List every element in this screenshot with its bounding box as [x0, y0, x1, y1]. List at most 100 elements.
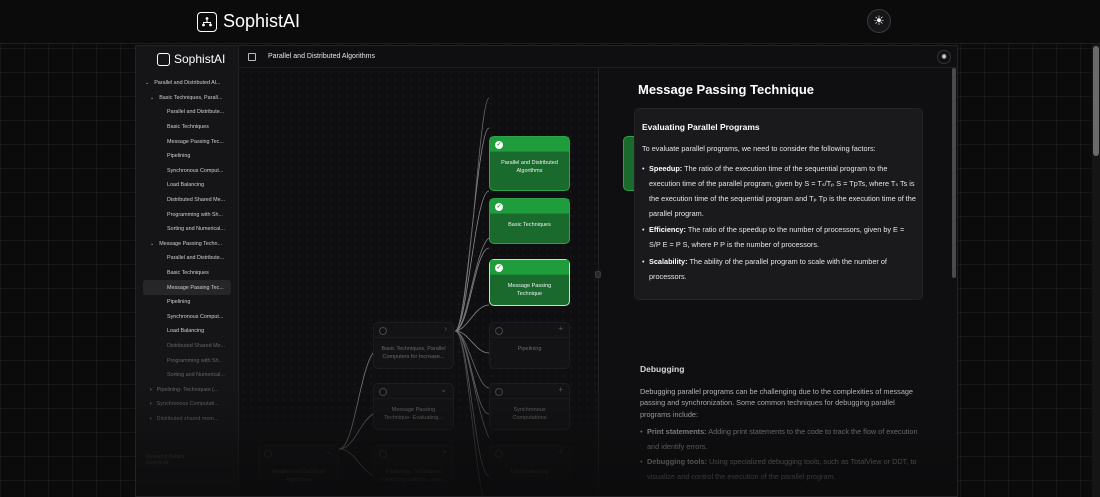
sidebar-item[interactable]: Parallel and Distribute... [167, 109, 225, 116]
sidebar-footer[interactable]: Research Details Sophist AI [146, 454, 185, 466]
sidebar-item[interactable]: ›Distributed shared mem... [150, 415, 219, 422]
node-label: Synchronous Computations [512, 407, 547, 421]
sidebar-item[interactable]: Programming with Sh... [167, 357, 224, 364]
page-scrollbar-thumb[interactable] [1093, 46, 1099, 156]
graph-node-done[interactable]: ✓ Basic Techniques [489, 198, 570, 244]
check-icon: ✓ [495, 264, 503, 272]
sidebar-brand-name: SophistAI [174, 52, 226, 66]
plus-icon[interactable]: + [558, 447, 563, 456]
status-circle-icon [264, 450, 272, 458]
graph-node-done[interactable]: ✓ Parallel and Distributed Algorithms [489, 136, 570, 191]
brand-name: SophistAI [223, 11, 301, 31]
sidebar-item[interactable]: Pipelining [167, 299, 191, 306]
brand[interactable]: SophistAI [197, 11, 300, 32]
sidebar: SophistAI ⌄Parallel and Distributed Al..… [136, 46, 239, 496]
sidebar-item[interactable]: ›Pipelining- Techniques (... [150, 386, 219, 393]
sidebar-item[interactable]: Message Passing Tec... [167, 138, 224, 145]
sidebar-list: ⌄Parallel and Distributed Al... ⌄Basic T… [136, 76, 239, 426]
app-window: SophistAI ⌄Parallel and Distributed Al..… [135, 45, 958, 497]
plus-icon[interactable]: + [442, 447, 447, 456]
content-scrollbar[interactable] [952, 68, 956, 278]
node-label: Parallel and Distribute Algorithms [271, 469, 326, 483]
sidebar-item[interactable]: Load Balancing [167, 182, 205, 189]
node-header: ✓ [490, 137, 569, 152]
bullet-item: • Speedup: The ratio of the execution ti… [642, 161, 917, 221]
status-circle-icon [495, 388, 503, 396]
status-circle-icon [379, 327, 387, 335]
content-panel: Message Passing Technique Evaluating Par… [634, 68, 926, 496]
node-header: + [374, 446, 453, 461]
chevron-down-icon: ⌄ [145, 80, 150, 87]
sidebar-item[interactable]: ⌄Basic Techniques, Parall... [150, 94, 223, 101]
status-circle-icon [379, 388, 387, 396]
card-intro: To evaluate parallel programs, we need t… [642, 144, 876, 153]
bullet-dot: • [642, 164, 645, 173]
sidebar-item[interactable]: Parallel and Distribute... [167, 255, 225, 262]
sidebar-item[interactable]: Synchronous Comput... [167, 313, 224, 320]
card-title: Evaluating Parallel Programs [642, 122, 760, 132]
resize-handle[interactable] [595, 271, 601, 278]
sidebar-item[interactable]: Basic Techniques [167, 124, 209, 131]
section-body: Debugging parallel programs can be chall… [640, 387, 913, 419]
graph-node-current[interactable]: ✓ Message Passing Technique [489, 259, 570, 306]
sidebar-item[interactable]: Pipelining [167, 153, 191, 160]
sidebar-item[interactable]: Load Balancing [167, 328, 205, 335]
graph-canvas[interactable]: ✓ Parallel and Distributed Algorithms ✓ … [239, 68, 704, 496]
graph-node[interactable]: + Load Balancing [489, 445, 570, 492]
chevron-right-icon: › [150, 401, 152, 408]
chevron-down-icon[interactable]: ⌄ [440, 385, 447, 394]
top-bar: SophistAI ☀ [0, 0, 1100, 44]
bullet-item: • Scalability: The ability of the parall… [642, 254, 917, 284]
graph-node[interactable]: ⌄ Message Passing Technique- Evaluating.… [373, 383, 454, 430]
plus-icon[interactable]: + [558, 324, 563, 333]
gear-icon: ✺ [941, 54, 947, 61]
node-label: Load Balancing [510, 469, 549, 475]
sidebar-toggle-icon[interactable] [248, 52, 256, 61]
node-header: › [374, 323, 453, 338]
chevron-right-icon: › [150, 415, 152, 422]
check-icon: ✓ [495, 141, 503, 149]
sidebar-item-active[interactable]: Message Passing Tec... [143, 280, 231, 295]
sidebar-item[interactable]: Distributed Shared Me... [167, 342, 226, 349]
bullet-dot: • [640, 457, 643, 466]
app-header: Parallel and Distributed Algorithms ✺ [239, 46, 957, 68]
node-header: + [490, 446, 569, 461]
graph-node[interactable]: › Basic Techniques, Parallel Computers f… [373, 322, 454, 369]
sidebar-item[interactable]: Sorting and Numerical... [167, 226, 225, 233]
sidebar-item[interactable]: ›Synchronous Computati... [150, 401, 219, 408]
sidebar-item[interactable]: Sorting and Numerical... [167, 372, 225, 379]
theme-toggle-button[interactable]: ☀ [867, 9, 891, 33]
sidebar-item[interactable]: ⌄Parallel and Distributed Al... [145, 80, 221, 87]
sidebar-brand[interactable]: SophistAI [157, 52, 225, 66]
sidebar-item[interactable]: Basic Techniques [167, 270, 209, 277]
plus-icon[interactable]: + [558, 385, 563, 394]
bullet-dot: • [642, 225, 645, 234]
sidebar-item[interactable]: Synchronous Comput... [167, 167, 224, 174]
node-label: Pipelining- Techniques computing platfor… [380, 469, 447, 483]
node-label: Pipelining [517, 346, 542, 352]
status-circle-icon [495, 450, 503, 458]
sidebar-item[interactable]: ⌄Message Passing Techn... [150, 240, 223, 247]
bullet-item: • Print statements: Adding print stateme… [640, 427, 918, 451]
graph-node[interactable]: + Pipelining [489, 322, 570, 369]
page-title: Parallel and Distributed Algorithms [268, 53, 375, 60]
node-label: Message Passing Technique- Evaluating... [384, 407, 443, 421]
node-label: Basic Techniques, Parallel Computers for… [381, 346, 446, 360]
page-scrollbar[interactable] [1092, 44, 1100, 497]
chevron-down-icon: ⌄ [150, 240, 155, 247]
graph-node[interactable]: + Pipelining- Techniques computing platf… [373, 445, 454, 492]
chevron-down-icon[interactable]: ⌄ [325, 447, 332, 456]
node-header: + [490, 384, 569, 399]
graph-node[interactable]: ⌄ Parallel and Distribute Algorithms [258, 445, 339, 492]
panel-divider [598, 68, 599, 496]
graph-node[interactable]: + Synchronous Computations [489, 383, 570, 430]
bullet-dot: • [642, 257, 645, 266]
sidebar-item[interactable]: Programming with Sh... [167, 211, 224, 218]
sidebar-item[interactable]: Distributed Shared Me... [167, 197, 226, 204]
node-header: + [490, 323, 569, 338]
settings-button[interactable]: ✺ [937, 50, 951, 64]
status-circle-icon [495, 327, 503, 335]
sophist-logo-icon [157, 52, 170, 66]
node-label: Message Passing Technique [507, 283, 552, 297]
chevron-right-icon[interactable]: › [444, 324, 447, 333]
